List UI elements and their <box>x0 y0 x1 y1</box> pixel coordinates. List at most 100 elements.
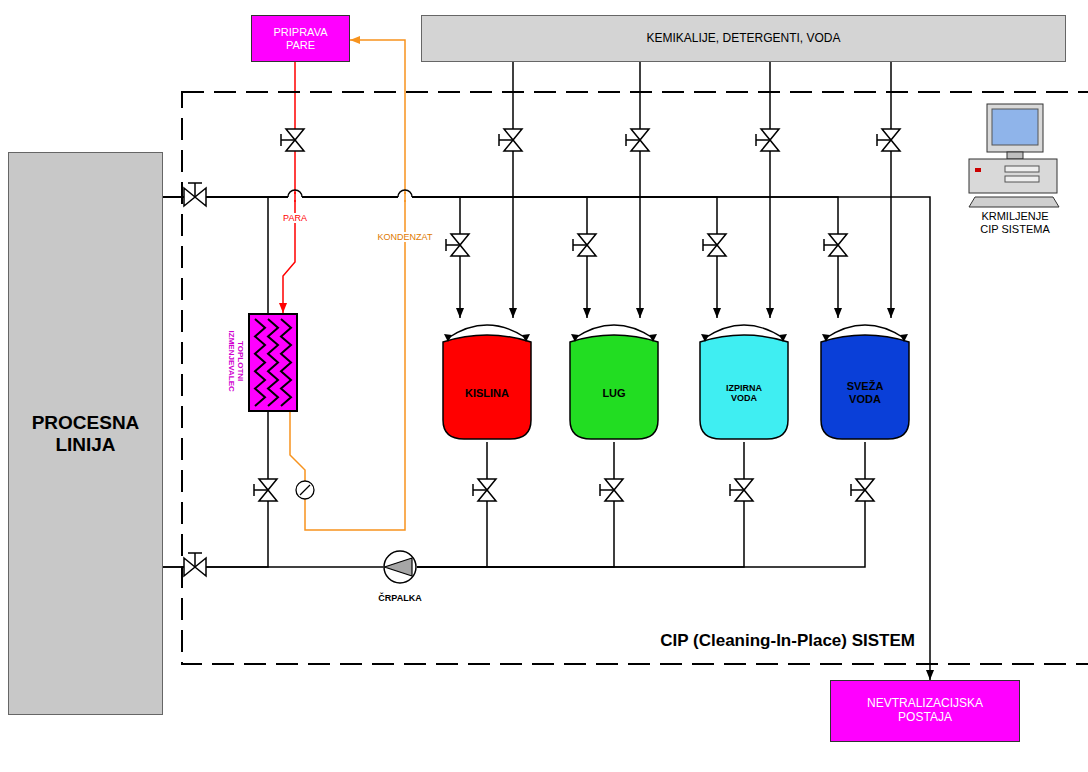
box-label: KISLINA <box>457 387 517 400</box>
pipe-connector <box>890 62 892 318</box>
valve-symbol <box>184 553 206 576</box>
drive-bay <box>1005 176 1039 182</box>
valve-handle <box>573 239 587 251</box>
source-box: KEMIKALIJE, DETERGENTI, VODA <box>421 15 1066 62</box>
hop-crossing <box>404 192 406 202</box>
line-hop <box>288 190 302 202</box>
hop-crossing <box>294 192 296 202</box>
tank-shape <box>818 318 912 442</box>
spray-arc <box>448 325 526 338</box>
keyboard <box>969 197 1059 207</box>
drive-bay <box>1005 166 1039 172</box>
pipe-connector <box>163 197 587 318</box>
dashed-border <box>182 92 1088 664</box>
valve-symbol <box>756 129 779 151</box>
system-region: CIP (Cleaning-In-Place) SISTEM TOPLOTNI I… <box>181 91 1088 665</box>
line-hop <box>398 190 412 202</box>
symbol-label: TOPLOTNI IZMENJEVALEC <box>227 329 245 393</box>
computer-case <box>969 159 1057 193</box>
monitor <box>987 104 1043 152</box>
exchanger-coil <box>281 319 291 406</box>
pipe-connector <box>417 442 744 567</box>
exchanger-coil <box>255 319 265 406</box>
symbol-label: KRMILJENJE CIP SISTEMA <box>974 210 1056 236</box>
valve-handle <box>756 134 770 146</box>
spray-arc <box>826 325 904 338</box>
valve-symbol <box>824 234 847 256</box>
pump-casing <box>384 551 416 583</box>
spray-arc <box>575 325 653 338</box>
valve-handle <box>281 134 295 146</box>
tank-shape <box>567 318 661 442</box>
valve-symbol <box>446 234 469 256</box>
valve-symbol <box>877 129 900 151</box>
pipe-connector <box>163 197 717 318</box>
region-title: CIP (Cleaning-In-Place) SISTEM <box>660 631 915 651</box>
gauge-symbol <box>296 481 314 499</box>
valve-handle <box>499 134 513 146</box>
valve-symbol <box>499 129 522 151</box>
computer-icon: KRMILJENJE CIP SISTEMA <box>965 100 1065 250</box>
valve-symbol <box>573 234 596 256</box>
gauge-needle <box>300 485 310 495</box>
pump-shape <box>383 550 417 584</box>
valve-symbol <box>473 479 496 501</box>
pump-impeller <box>385 558 413 576</box>
tank-body <box>700 335 788 439</box>
valve-handle <box>824 239 838 251</box>
valve-symbol <box>703 234 726 256</box>
power-light <box>975 168 981 172</box>
monitor-stand <box>1007 152 1023 159</box>
valve-symbol <box>184 183 206 206</box>
pipe-connector <box>163 412 268 567</box>
valve-handle <box>703 239 717 251</box>
pipe-connector <box>639 62 641 318</box>
valve-handle <box>730 484 744 496</box>
spray-head <box>571 334 657 342</box>
spray-head <box>444 334 530 342</box>
valve-handle <box>851 484 865 496</box>
tank-shape <box>440 318 534 442</box>
process-box: NEVTRALIZACIJSKA POSTAJA <box>830 680 1020 742</box>
tank: SVEŽA VODA <box>818 318 912 442</box>
pipe-connector <box>512 62 514 318</box>
valve-handle <box>626 134 640 146</box>
screen <box>992 109 1038 145</box>
tank-body <box>570 335 658 439</box>
computer-drawing <box>965 100 1065 210</box>
pipe-connector <box>417 442 487 567</box>
valve-symbol <box>851 479 874 501</box>
box-label: IZPIRNA VODA <box>719 383 769 404</box>
exchanger-coil <box>268 319 278 406</box>
pipe-connector <box>163 197 268 313</box>
valve-symbol <box>600 479 623 501</box>
pipe-connector <box>163 197 930 680</box>
gauge-dial <box>296 481 314 499</box>
tank-shape <box>697 318 791 442</box>
exchanger-body <box>249 314 297 411</box>
box-label: SVEŽA VODA <box>835 380 895 405</box>
valve-handle <box>877 134 891 146</box>
process-line-box: PROCESNA LINIJA <box>8 152 163 715</box>
tank-body <box>821 335 909 439</box>
edge-label-anchor: PARA <box>281 213 309 223</box>
box-label: KEMIKALIJE, DETERGENTI, VODA <box>646 32 840 46</box>
box-label: PROCESNA LINIJA <box>21 412 151 456</box>
valve-symbol <box>730 479 753 501</box>
box-label: PRIPRAVA PARE <box>264 26 338 51</box>
pipe-connector <box>417 442 865 567</box>
symbol-label: ČRPALKA <box>378 593 421 603</box>
exchanger-shape <box>248 313 298 412</box>
valve-handle <box>473 484 487 496</box>
valve-handle <box>446 239 460 251</box>
pipe-connector <box>290 40 405 530</box>
valve-handle <box>188 553 202 567</box>
box-label: NEVTRALIZACIJSKA POSTAJA <box>860 697 990 725</box>
tank-body <box>443 335 531 439</box>
valve-handle <box>600 484 614 496</box>
pipe-connector <box>769 62 771 318</box>
spray-head <box>701 334 787 342</box>
